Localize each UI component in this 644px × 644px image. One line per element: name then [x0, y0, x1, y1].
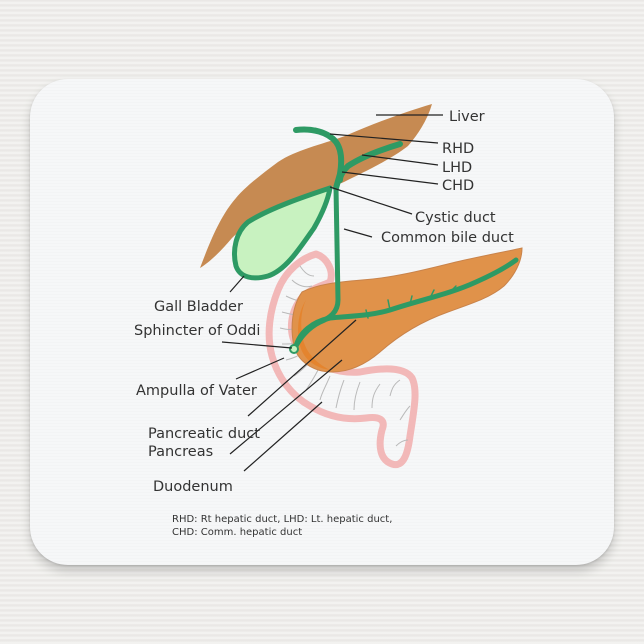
label-cystic-duct: Cystic duct: [415, 210, 496, 226]
label-duodenum: Duodenum: [153, 479, 233, 495]
label-gall-bladder: Gall Bladder: [154, 299, 243, 315]
leader-lines: [221, 114, 443, 472]
footnote-line-1: RHD: Rt hepatic duct, LHD: Lt. hepatic d…: [172, 514, 393, 525]
label-sphincter-of-oddi: Sphincter of Oddi: [134, 323, 261, 339]
liver-shape: [200, 104, 432, 268]
pancreas-head-shade: [298, 300, 330, 370]
gall-bladder-shape: [232, 185, 333, 281]
label-rhd: RHD: [442, 141, 475, 157]
label-lhd: LHD: [442, 160, 473, 176]
footnote-line-2: CHD: Comm. hepatic duct: [172, 526, 303, 538]
pancreas-shape: [291, 247, 523, 373]
label-common-bile-duct: Common bile duct: [381, 230, 514, 246]
footnote: RHD: Rt hepatic duct, LHD: Lt. hepatic d…: [172, 514, 392, 539]
label-ampulla-of-vater: Ampulla of Vater: [136, 383, 257, 399]
label-liver: Liver: [449, 109, 485, 125]
label-pancreas: Pancreas: [148, 444, 214, 460]
bile-ducts: [293, 126, 519, 349]
label-pancreatic-duct: Pancreatic duct: [148, 426, 260, 442]
ampulla-dot: [289, 344, 299, 354]
label-chd: CHD: [442, 178, 475, 194]
